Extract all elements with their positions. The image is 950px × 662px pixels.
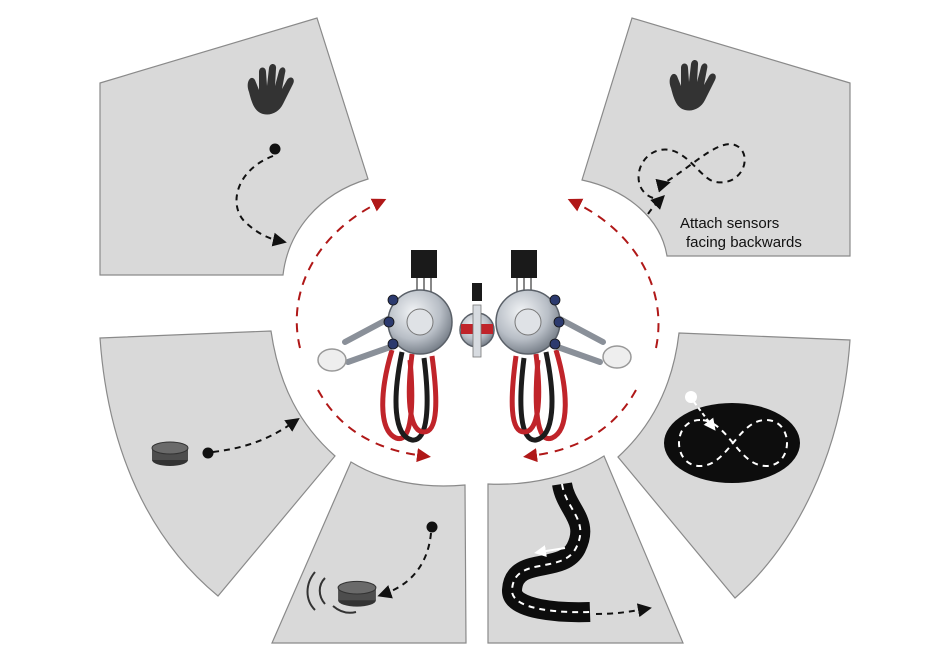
panel-top-left [100, 18, 368, 275]
start-dot [685, 391, 697, 403]
object-puck-icon [152, 442, 188, 466]
light-bulb-right [603, 346, 631, 368]
start-dot [427, 522, 438, 533]
cycle-arrow-top-right [574, 202, 658, 348]
panel-middle-right [618, 333, 850, 598]
target-dot [203, 448, 214, 459]
panel-top-right: Attach sensors facing backwards [582, 18, 850, 256]
light-bulb-left [318, 349, 346, 371]
object-puck-icon [338, 581, 376, 606]
cycle-arrow-top-left [297, 202, 380, 348]
sensor-chip-left [411, 250, 437, 278]
cycle-arrow-bottom-right [530, 390, 636, 456]
panel-middle-left [100, 331, 335, 596]
robot-icon [318, 250, 631, 440]
start-dot [270, 144, 281, 155]
sensor-chip-right [511, 250, 537, 278]
